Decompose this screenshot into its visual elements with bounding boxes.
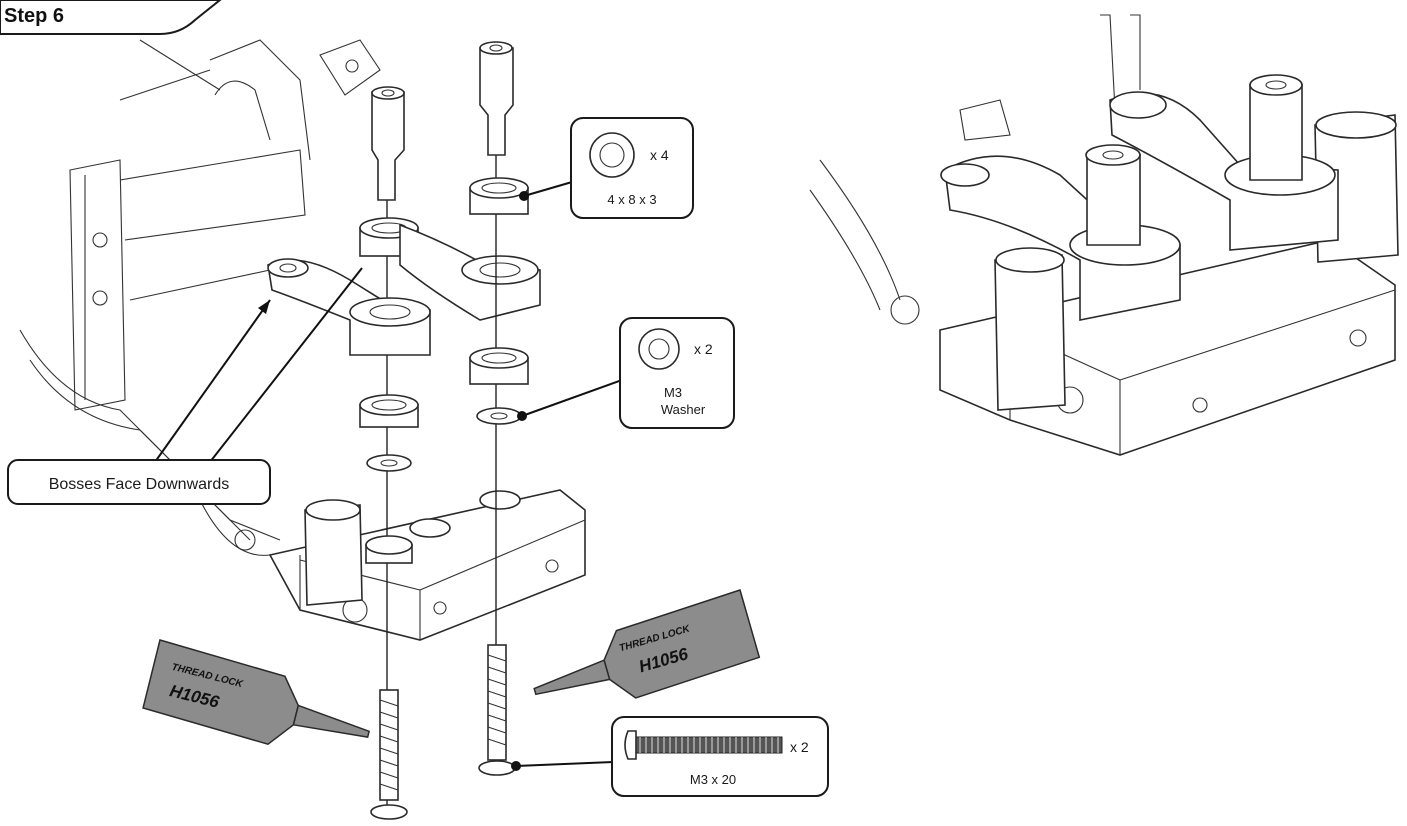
- bulkhead-base: [268, 489, 586, 641]
- exploded-view: THREAD LOCK H1056 THREAD LOCK H1056 x 4 …: [7, 39, 829, 820]
- screw-callout: x 2 M3 x 20: [511, 716, 829, 797]
- step-header: Step 6: [0, 0, 222, 35]
- bearing-lower-left: [359, 394, 419, 428]
- screw-size: M3 x 20: [690, 772, 736, 787]
- assembled-view: [809, 14, 1399, 456]
- washer-name-line1: M3: [664, 385, 682, 400]
- washer-right: [476, 407, 522, 425]
- screw-icon: [624, 730, 783, 760]
- bearing-qty: x 4: [650, 147, 669, 163]
- post-right: [479, 41, 514, 156]
- washer-callout: x 2 M3 Washer: [517, 317, 735, 429]
- washer-qty: x 2: [694, 341, 713, 357]
- steering-arm-long: [399, 223, 541, 321]
- bearing-callout: x 4 4 x 8 x 3: [519, 117, 694, 219]
- bearing-icon: [589, 132, 635, 178]
- thread-lock-tube-right: THREAD LOCK H1056: [533, 589, 761, 699]
- bearing-size: 4 x 8 x 3: [607, 192, 656, 207]
- bearing-mid-right: [469, 347, 529, 385]
- screw-qty: x 2: [790, 739, 809, 755]
- chassis-frame: [19, 39, 381, 556]
- bosses-note-callout: Bosses Face Downwards: [7, 267, 363, 505]
- thread-lock-tube-left: THREAD LOCK H1056: [142, 639, 371, 746]
- washer-icon: [638, 328, 680, 370]
- washer-left: [366, 454, 412, 472]
- washer-name-line2: Washer: [661, 402, 706, 417]
- bosses-note-text: Bosses Face Downwards: [49, 476, 230, 493]
- bearing-upper-right: [469, 177, 529, 215]
- screw-left: [370, 689, 408, 820]
- post-left: [371, 86, 405, 201]
- steering-arm-short: [267, 258, 431, 356]
- spacer-left: [365, 535, 413, 564]
- screw-right: [478, 644, 516, 776]
- step-title: Step 6: [4, 5, 64, 27]
